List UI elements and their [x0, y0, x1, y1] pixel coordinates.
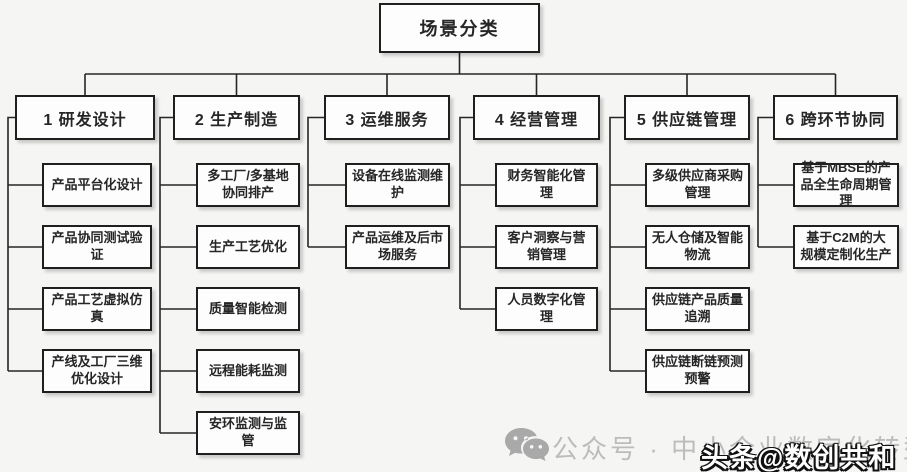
root-node: 场景分类 [379, 3, 540, 53]
category-header: 2 生产制造 [173, 95, 300, 140]
leaf-node: 供应链产品质量追溯 [645, 287, 750, 331]
leaf-node: 基于C2M的大规模定制化生产 [793, 225, 899, 269]
leaf-node: 多工厂/多基地协同排产 [196, 163, 300, 207]
leaf-node: 财务智能化管理 [495, 163, 598, 207]
category-header: 3 运维服务 [324, 95, 450, 140]
category-header: 6 跨环节协同 [773, 95, 898, 140]
leaf-node: 多级供应商采购管理 [645, 163, 750, 207]
wechat-icon [505, 428, 549, 461]
category-header: 4 经营管理 [473, 95, 600, 140]
leaf-node: 供应链断链预测预警 [645, 349, 750, 393]
leaf-node: 基于MBSE的产品全生命周期管理 [793, 160, 899, 208]
wechat-watermark: 公众号 · 中小企业数字化转型 [552, 434, 907, 464]
leaf-node: 远程能耗监测 [196, 349, 300, 393]
leaf-node: 产品工艺虚拟仿真 [42, 287, 152, 331]
leaf-node: 安环监测与监管 [196, 411, 300, 455]
leaf-node: 无人仓储及智能物流 [645, 225, 750, 269]
leaf-node: 生产工艺优化 [196, 225, 300, 269]
leaf-node: 产品运维及后市场服务 [345, 225, 450, 269]
leaf-node: 客户洞察与营销管理 [495, 225, 598, 269]
category-header: 1 研发设计 [15, 95, 155, 140]
leaf-node: 产品平台化设计 [42, 163, 152, 207]
leaf-node: 人员数字化管理 [495, 287, 598, 331]
toutiao-watermark: 头条@数创共和 [701, 443, 897, 472]
leaf-node: 产线及工厂三维优化设计 [42, 349, 152, 393]
category-header: 5 供应链管理 [624, 95, 750, 140]
leaf-node: 质量智能检测 [196, 287, 300, 331]
leaf-node: 设备在线监测维护 [345, 163, 450, 207]
leaf-node: 产品协同测试验证 [42, 225, 152, 269]
